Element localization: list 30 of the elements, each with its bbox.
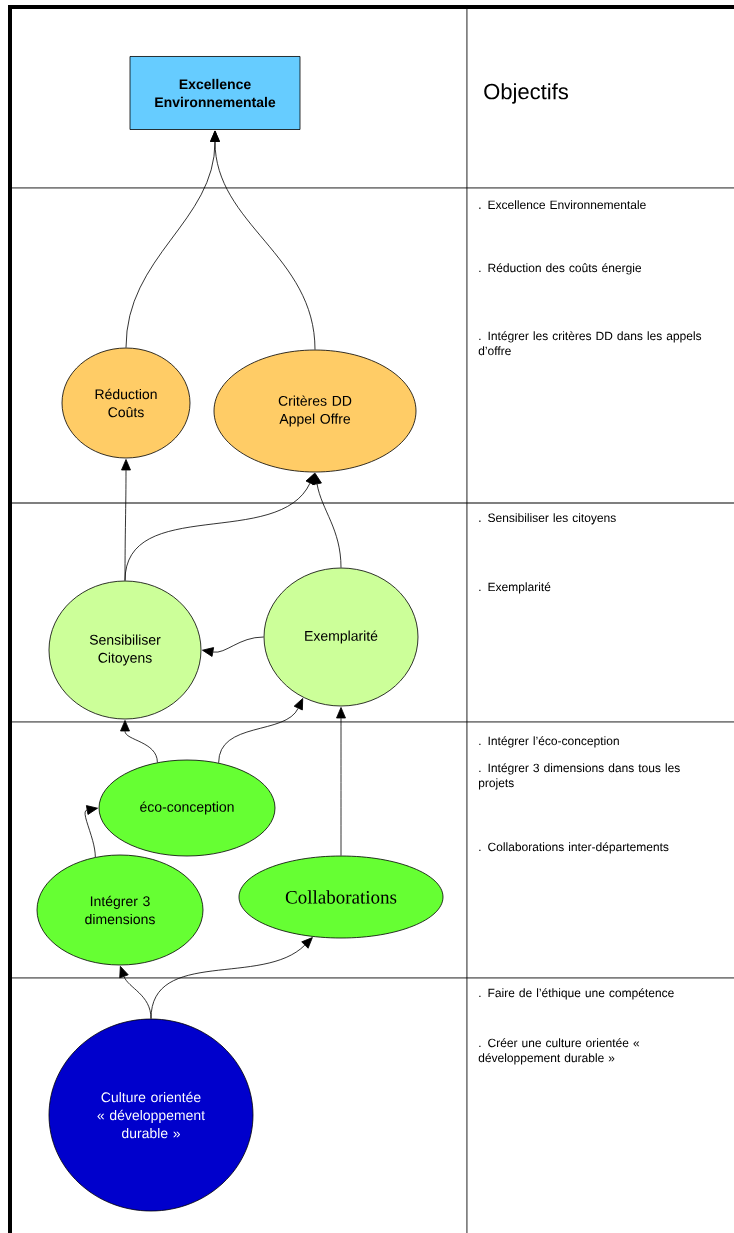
- arrow: [84, 805, 98, 858]
- bullet-text: . Collaborations inter-départements: [479, 842, 669, 854]
- oval-node: Collaborations: [238, 855, 444, 939]
- bullet-text: . Créer une culture orientée « développement durable »: [478, 1038, 640, 1065]
- arrow: [150, 937, 313, 1019]
- circle-node: Culture orientée « développement durable »: [48, 1018, 254, 1212]
- arrow: [210, 130, 316, 350]
- arrow: [120, 720, 158, 763]
- oval-node: éco-conception: [98, 759, 276, 857]
- bullet-text: . Réduction des coûts énergie: [479, 263, 642, 275]
- oval-node: Réduction Coûts: [61, 347, 191, 459]
- bullet-text: . Intégrer l’éco-conception: [479, 736, 619, 748]
- oval-node: Critères DD Appel Offre: [213, 349, 417, 473]
- arrow: [121, 459, 131, 581]
- bullet-text: . Sensibiliser les citoyens: [479, 513, 616, 525]
- goal-box: Excellence Environnementale: [129, 56, 301, 130]
- bullet-text: . Excellence Environnementale: [479, 200, 646, 209]
- bullet-text: . Intégrer les critères DD dans les appels d’offre: [478, 331, 702, 356]
- arrow: [202, 636, 264, 657]
- arrow: [336, 707, 346, 856]
- oval-node: Intégrer 3 dimensions: [36, 854, 204, 966]
- bullet-text: . Faire de l’éthique une compétence: [479, 988, 674, 1000]
- arrow: [124, 472, 315, 581]
- circle-node: Exemplarité: [263, 567, 419, 707]
- bullet-text: . Exemplarité: [479, 582, 551, 594]
- arrow: [312, 473, 342, 568]
- arrow: [218, 698, 304, 764]
- circle-node: Sensibiliser Citoyens: [48, 580, 202, 720]
- column-heading: Objectifs: [484, 83, 568, 104]
- bullet-text: . Intégrer 3 dimensions dans tous les projets: [478, 763, 680, 790]
